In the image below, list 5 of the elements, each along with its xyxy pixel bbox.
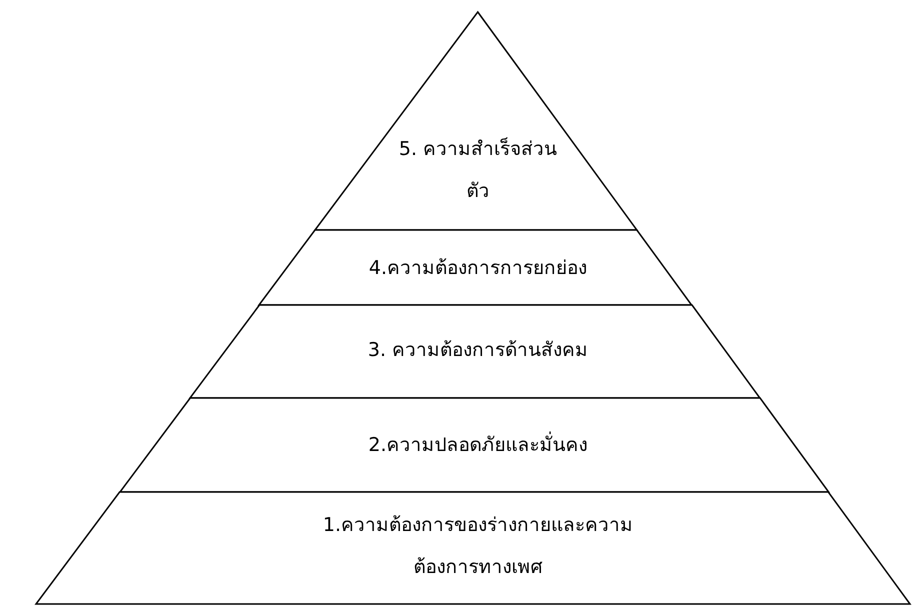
level-label: 2.ความปลอดภัยและมั่นคง xyxy=(298,424,658,466)
level-label: 5. ความสำเร็จส่วนตัว xyxy=(398,136,558,204)
level-label: 3. ความต้องการด้านสังคม xyxy=(366,338,590,363)
level-label: 4.ความต้องการการยกย่อง xyxy=(368,256,588,281)
level-label: 1.ความต้องการของร่างกายและความต้องการทางเพศ xyxy=(322,513,634,580)
